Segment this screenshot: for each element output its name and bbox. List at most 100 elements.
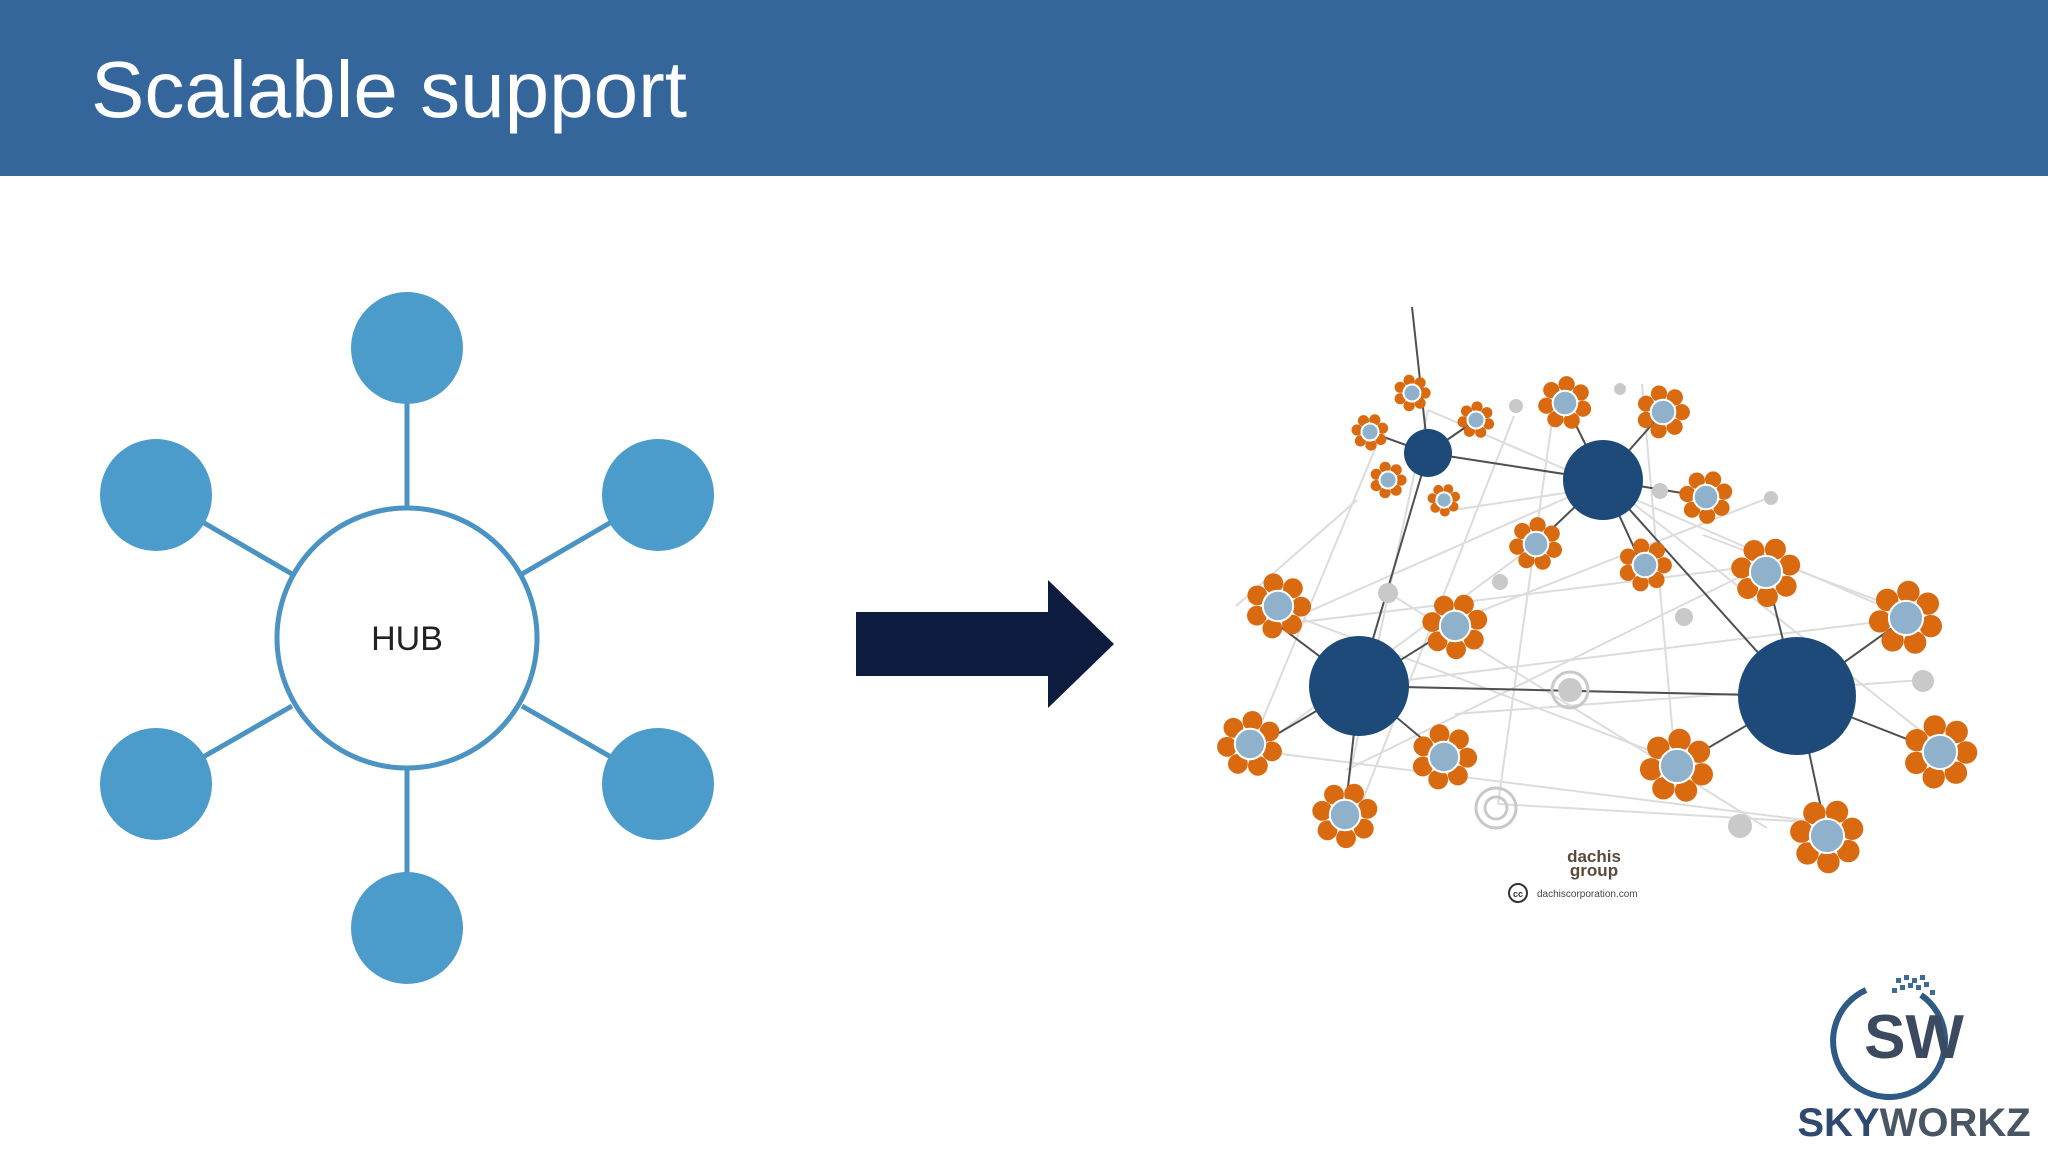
cluster-petal — [1336, 828, 1356, 849]
hub-spoke-diagram: HUB — [100, 292, 714, 984]
cluster-petal — [1247, 605, 1267, 626]
cluster-petal — [1944, 761, 1968, 784]
cluster-petal — [1954, 741, 1978, 764]
cluster-center — [1360, 422, 1380, 442]
cluster-petal — [1482, 418, 1495, 430]
cluster-petal — [1376, 422, 1389, 434]
network-cluster — [1412, 724, 1478, 790]
cluster-petal — [1365, 439, 1377, 451]
cluster-petal — [1439, 506, 1450, 517]
cluster-petal — [1547, 411, 1564, 428]
cluster-center — [1808, 817, 1846, 855]
network-cluster — [1731, 538, 1801, 608]
cluster-petal — [1699, 507, 1716, 524]
skyworkz-logo: SW SKYWORKZ — [1797, 975, 2031, 1145]
creative-commons-mark: cc — [1513, 889, 1523, 899]
network-minor-nodes — [1378, 383, 1934, 838]
cluster-petal — [1572, 384, 1589, 401]
cluster-petal — [1897, 580, 1920, 604]
cluster-petal — [1353, 818, 1374, 839]
cluster-petal — [1923, 715, 1946, 738]
network-cluster — [1427, 484, 1461, 517]
cluster-petal — [1916, 592, 1940, 615]
cluster-petal — [1413, 736, 1434, 757]
cluster-petal — [1403, 400, 1415, 412]
cluster-petal — [1903, 631, 1927, 654]
cluster-petal — [1668, 728, 1691, 752]
cluster-petal — [1775, 575, 1797, 597]
dachis-logo-line1: dachis — [1567, 847, 1621, 866]
cluster-petal — [1817, 850, 1840, 874]
network-cluster — [1394, 374, 1431, 412]
cluster-petal — [1217, 736, 1237, 757]
logo-ring — [1830, 987, 1949, 1101]
cluster-petal — [1262, 741, 1282, 762]
cluster-petal — [1673, 404, 1690, 421]
cluster-petal — [1620, 548, 1637, 565]
network-cluster — [1868, 580, 1943, 654]
cluster-petal — [1756, 586, 1778, 608]
cluster-petal — [1509, 538, 1526, 555]
cluster-petal — [1427, 493, 1438, 504]
cluster-center — [1692, 483, 1720, 511]
cluster-center — [1261, 589, 1295, 623]
cluster-petal — [1868, 610, 1892, 633]
cluster-petal — [1825, 800, 1849, 824]
cluster-petal — [1248, 755, 1268, 776]
cluster-petal — [1259, 721, 1280, 742]
cluster-petal — [1282, 614, 1302, 635]
cluster-petal — [1655, 557, 1672, 574]
cluster-center — [1887, 599, 1925, 637]
satellite-node-lower-right — [602, 728, 714, 840]
cluster-center — [1427, 740, 1461, 774]
cluster-petal — [1369, 414, 1381, 426]
cluster-center — [1438, 609, 1472, 643]
brand-name-part2: WORKZ — [1880, 1101, 2031, 1145]
cloud-pixel-icon — [1892, 975, 1935, 995]
network-hub-medium — [1563, 440, 1643, 520]
cluster-petal — [1291, 596, 1312, 617]
cluster-petal — [1242, 711, 1263, 731]
cluster-petal — [1905, 729, 1928, 752]
cluster-center — [1402, 383, 1422, 403]
network-cluster — [1790, 800, 1864, 874]
cluster-petal — [1449, 729, 1469, 750]
network-cluster — [1312, 783, 1378, 849]
cluster-petal — [1262, 618, 1283, 639]
cluster-petal — [1687, 740, 1711, 763]
cluster-petal — [1690, 763, 1714, 786]
cluster-petal — [1796, 842, 1819, 865]
creative-commons-icon — [1508, 883, 1528, 903]
cluster-petal — [1538, 397, 1555, 414]
cluster-petal — [1283, 578, 1303, 599]
cluster-center — [1378, 470, 1398, 490]
cluster-petal — [1945, 720, 1968, 744]
cluster-petal — [1412, 756, 1433, 777]
cluster-petal — [1395, 474, 1407, 486]
cluster-petal — [1876, 588, 1899, 612]
cluster-petal — [1652, 777, 1675, 800]
slide-title: Scalable support — [91, 45, 687, 134]
cluster-petal — [1247, 585, 1268, 606]
dachis-group-credit: dachis group cc dachiscorporation.com — [1508, 847, 1638, 903]
satellite-node-top — [351, 292, 463, 404]
cluster-petal — [1679, 485, 1696, 503]
network-hubs — [1309, 429, 1856, 755]
cluster-petal — [1563, 412, 1580, 429]
cluster-petal — [1534, 553, 1551, 570]
cluster-petal — [1324, 784, 1344, 805]
cluster-petal — [1379, 461, 1391, 473]
cluster-petal — [1922, 766, 1945, 789]
hub-circle — [274, 505, 540, 771]
cluster-petal — [1263, 573, 1284, 594]
network-cluster — [1538, 376, 1592, 429]
network-cluster — [1509, 517, 1562, 570]
cluster-center — [1631, 551, 1659, 579]
cluster-petal — [1545, 541, 1562, 558]
cluster-petal — [1457, 416, 1469, 428]
satellite-node-bottom — [351, 872, 463, 984]
cluster-petal — [1317, 820, 1338, 841]
cluster-petal — [1779, 554, 1801, 576]
satellite-nodes — [100, 292, 714, 984]
